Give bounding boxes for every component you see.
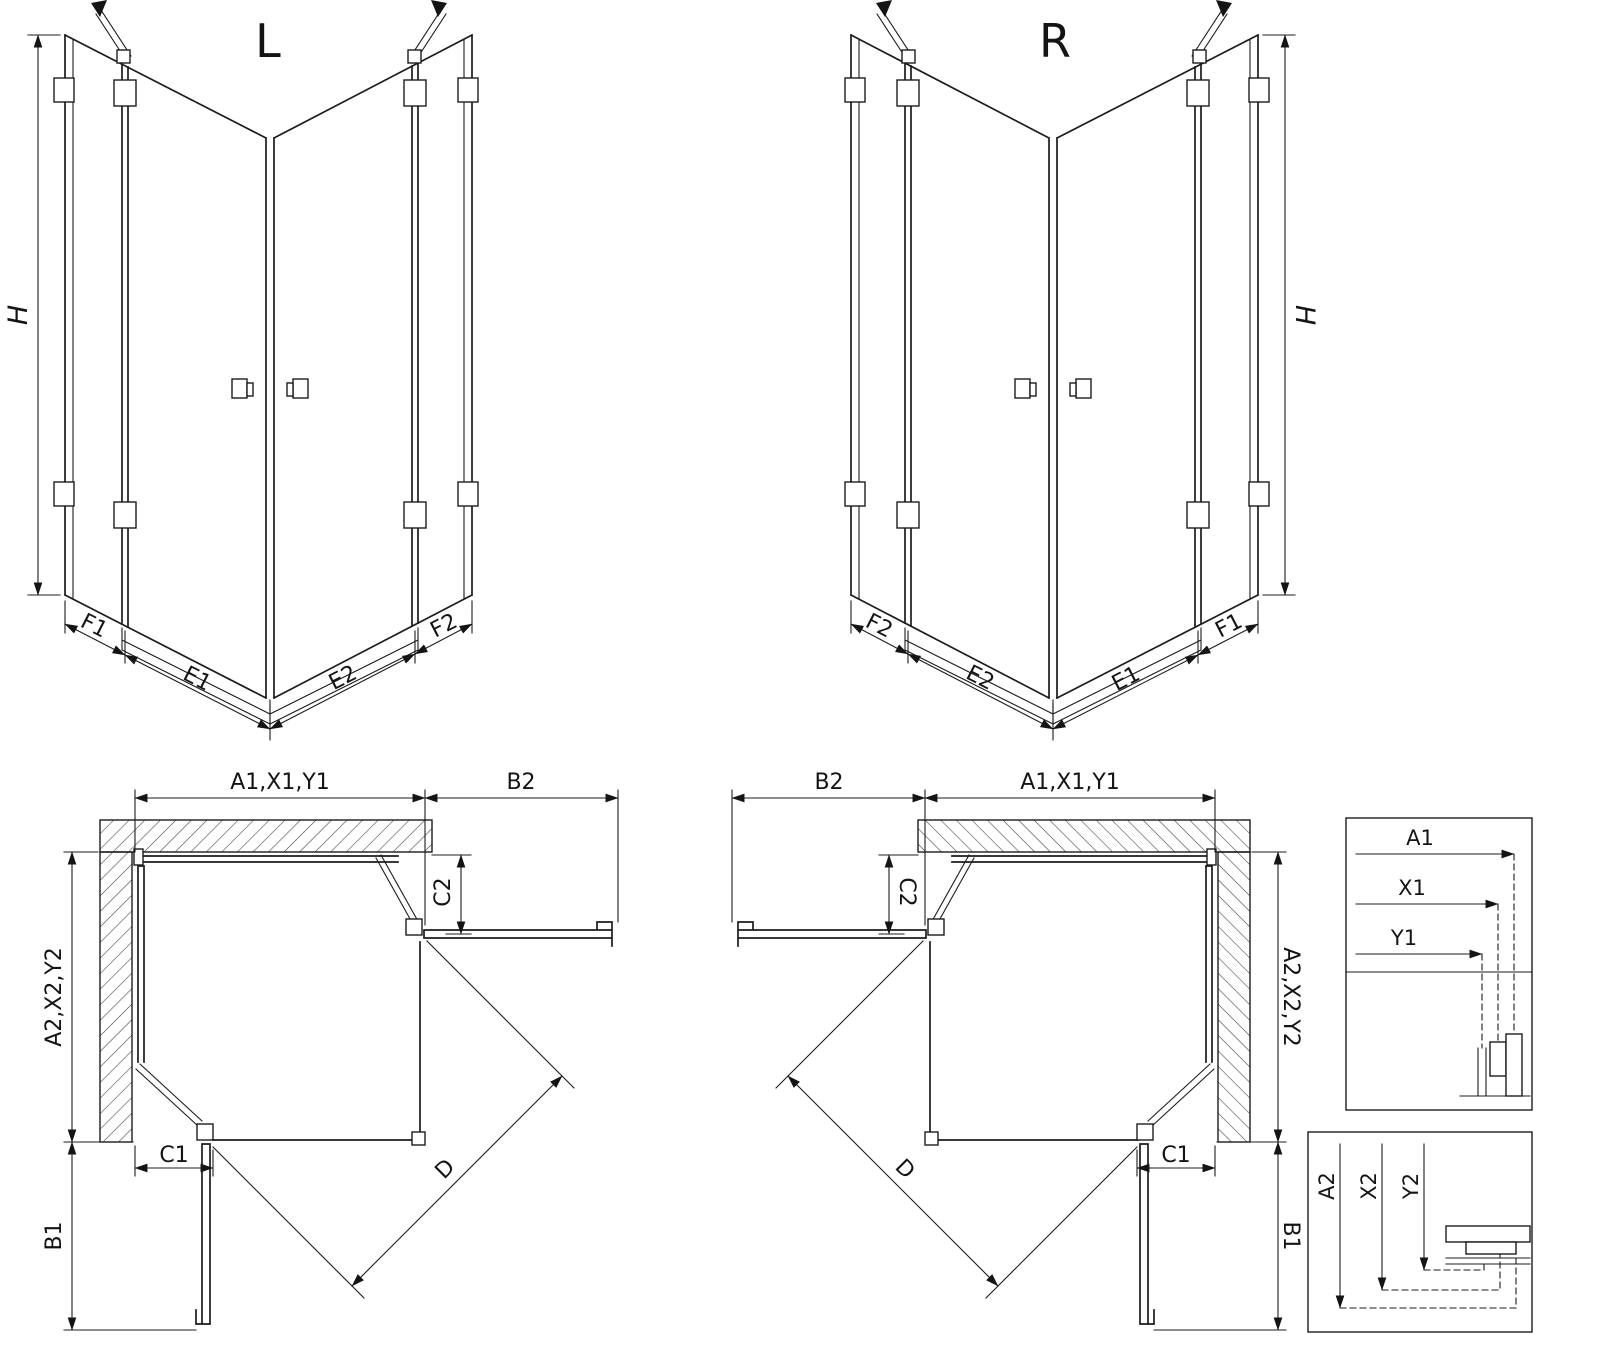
dim-label-h: H xyxy=(3,305,34,325)
dim-label-e2: E2 xyxy=(962,661,998,696)
detail-vertical-dims: A2 X2 Y2 xyxy=(1307,1131,1533,1333)
dim-label-e2: E2 xyxy=(325,661,361,696)
dim-label-c2: C2 xyxy=(894,877,919,906)
variant-label-right: R xyxy=(1039,14,1071,68)
top-wall-hatched xyxy=(99,819,433,853)
dim-label-f2: F2 xyxy=(861,609,896,643)
profile-clamp xyxy=(1489,1041,1507,1077)
door-stile-lines xyxy=(121,62,419,628)
support-arm-bottom xyxy=(135,1063,203,1127)
plan-view-right-labels: A1,X1,Y1 B2 C2 A2,X2,Y2 C1 B1 D xyxy=(814,770,1303,1251)
detail-label-a2: A2 xyxy=(1315,1172,1339,1200)
front-dimension-lines xyxy=(27,34,473,741)
dim-label-f1: F1 xyxy=(76,609,111,643)
hinges-and-wall-brackets xyxy=(53,49,479,529)
support-arm-top xyxy=(375,854,420,927)
glass-panel-edges xyxy=(63,33,474,700)
support-arm-cap-icon xyxy=(91,0,107,17)
side-wall-hatched xyxy=(99,851,133,1143)
plan-view-right-geometry xyxy=(732,790,1286,1330)
fixed-panel-top xyxy=(139,855,399,863)
detail-horizontal-dims: A1 X1 Y1 xyxy=(1345,817,1533,1111)
plan-view-geometry xyxy=(63,789,619,1331)
door-handles xyxy=(231,378,309,399)
variant-label-left: L xyxy=(255,14,281,68)
front-view-right-labels: R H F1 E1 E2 F2 xyxy=(861,14,1320,697)
wall-profile-bracket xyxy=(133,848,144,866)
profile-clamp xyxy=(1465,1241,1517,1255)
dim-label-a2x2y2: A2,X2,Y2 xyxy=(1278,947,1303,1047)
support-arm-cap-icon xyxy=(431,0,447,17)
dim-label-c2: C2 xyxy=(431,877,456,906)
dim-label-a1x1y1: A1,X1,Y1 xyxy=(230,770,330,795)
dim-label-e1: E1 xyxy=(1108,662,1144,697)
profile-section xyxy=(1445,1257,1531,1265)
door-pivot-top xyxy=(405,918,423,936)
dim-label-f1: F1 xyxy=(1211,609,1246,643)
reference-dashes xyxy=(1481,853,1515,1049)
dim-label-b2: B2 xyxy=(506,770,535,795)
dim-label-b1: B1 xyxy=(1278,1221,1303,1250)
dim-label-e1: E1 xyxy=(179,662,215,697)
dim-label-f2: F2 xyxy=(426,609,461,643)
front-view-left-labels: L H F1 E1 E2 F2 xyxy=(3,14,462,697)
profile-body xyxy=(1445,1225,1531,1243)
dim-label-a2x2y2: A2,X2,Y2 xyxy=(42,947,67,1047)
detail-label-a1: A1 xyxy=(1406,826,1434,850)
detail-label-y2: Y2 xyxy=(1399,1173,1423,1200)
detail-label-x2: X2 xyxy=(1357,1172,1381,1200)
dim-label-a1x1y1: A1,X1,Y1 xyxy=(1020,770,1120,795)
dim-label-b1: B1 xyxy=(42,1221,67,1250)
dim-label-d: D xyxy=(431,1155,461,1185)
front-view-geometry xyxy=(27,0,479,741)
return-panel-b2 xyxy=(423,921,613,947)
dim-label-d: D xyxy=(890,1155,920,1185)
fixed-panel-side xyxy=(137,865,145,1063)
detail-label-x1: X1 xyxy=(1398,876,1426,900)
detail-label-y1: Y1 xyxy=(1390,926,1417,950)
dim-label-c1: C1 xyxy=(159,1143,188,1168)
door-pivot-bottom xyxy=(196,1123,214,1141)
support-arms xyxy=(95,9,447,61)
door-corner-block xyxy=(411,1131,426,1146)
dim-label-h: H xyxy=(1289,305,1320,325)
return-panel-b1 xyxy=(195,1143,211,1325)
profile-body xyxy=(1505,1033,1523,1097)
plan-dimension-lines xyxy=(63,789,619,1331)
dim-label-b2: B2 xyxy=(814,770,843,795)
dim-label-c1: C1 xyxy=(1161,1143,1190,1168)
